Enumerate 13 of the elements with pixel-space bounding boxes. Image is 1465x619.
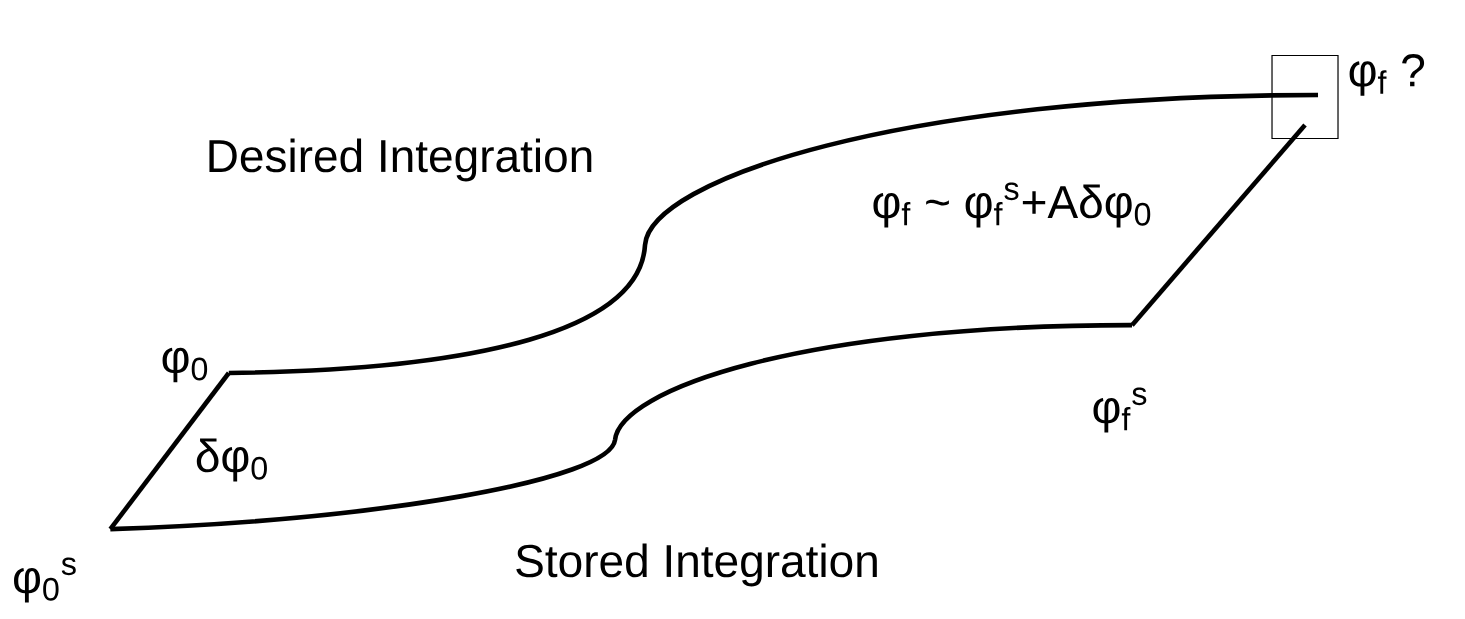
integration-curve [1130, 123, 1307, 327]
integration-curve [110, 322, 1133, 532]
edge-label: φ$_{f}$ ~ φ$_{f}$$^{s}$+Aδφ$_{0}$ [869, 180, 1155, 230]
curve-label: Stored Integration [516, 543, 877, 587]
edge-label: δφ$_{0}$ [192, 436, 272, 484]
point-label: φ$_{f}$ ? [1349, 54, 1425, 96]
point-label: φ$_{0}$ [162, 347, 208, 383]
curve-label: Desired Integration [209, 138, 592, 182]
integration-curve [108, 371, 231, 531]
integration-curve [228, 92, 1319, 376]
target-box [1271, 54, 1339, 140]
point-label: φ$_{f}$s [1093, 387, 1147, 433]
point-label: φ$_{0}$s [14, 557, 76, 603]
